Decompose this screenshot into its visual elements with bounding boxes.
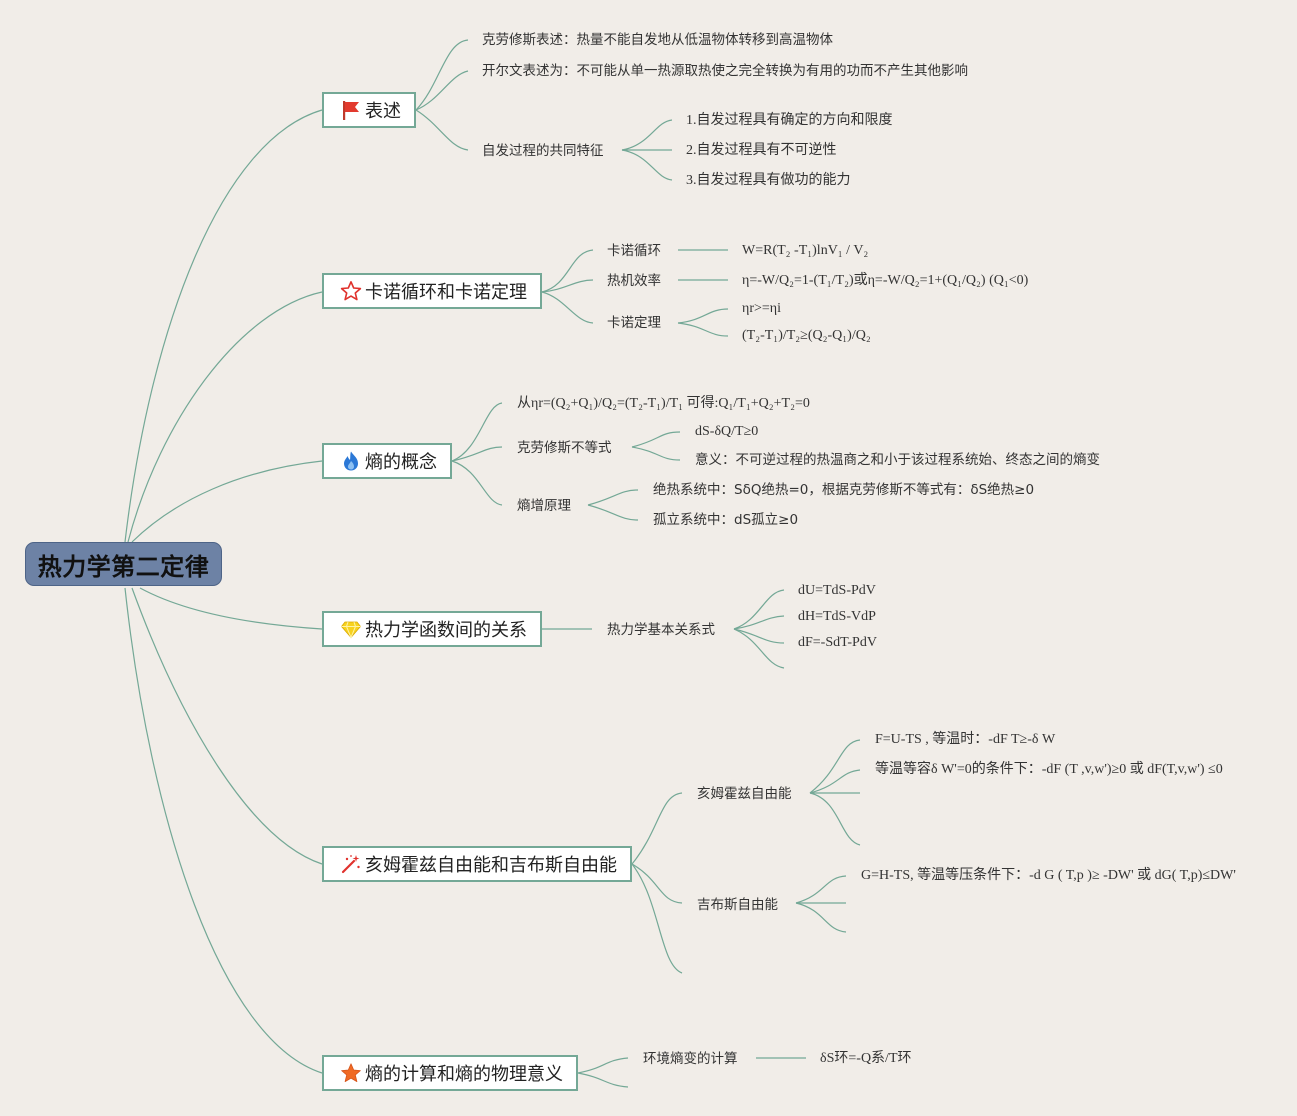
branch-statement[interactable]: 表述 <box>322 92 416 128</box>
entropy-derivation[interactable]: 从ηr=(Q₂+Q₁)/Q₂=(T₂-T₁)/T₁ 可得:Q₁/T₁+Q₂+T₂… <box>517 396 810 411</box>
efficiency-formula[interactable]: η=-W/Q₂=1-(T₁/T₂)或η=-W/Q₂=1+(Q₁/Q₂) (Q₁<… <box>742 273 1029 288</box>
gibbs-item[interactable]: G=H-TS, 等温等压条件下：-d G ( T,p )≥ -DW' 或 dG(… <box>861 868 1236 883</box>
branch-label: 表述 <box>365 101 401 122</box>
branch-label: 热力学函数间的关系 <box>365 620 527 641</box>
diamond-icon <box>340 618 362 640</box>
branch-label: 卡诺循环和卡诺定理 <box>365 282 527 303</box>
branch-functions[interactable]: 热力学函数间的关系 <box>322 611 542 647</box>
root-topic[interactable]: 热力学第二定律 <box>25 542 222 586</box>
helmholtz-item[interactable]: F=U-TS , 等温时：-dF T≥-δ W <box>875 732 1056 747</box>
relation-item[interactable]: dU=TdS-PdV <box>798 583 876 598</box>
feature-item[interactable]: 2.自发过程具有不可逆性 <box>686 143 837 158</box>
carnot-cycle-topic[interactable]: 卡诺循环 <box>607 243 661 259</box>
magic-wand-icon <box>340 853 362 875</box>
helmholtz-item[interactable]: 等温等容δ W'=0的条件下：-dF (T ,v,w')≥0 或 dF(T,v,… <box>875 762 1223 777</box>
efficiency-topic[interactable]: 热机效率 <box>607 273 661 289</box>
relation-item[interactable]: dF=-SdT-PdV <box>798 635 877 650</box>
increase-item[interactable]: 孤立系统中：dS孤立≥0 <box>653 512 799 528</box>
orange-star-icon <box>340 1062 362 1084</box>
inequality-item[interactable]: dS-δQ/T≥0 <box>695 424 759 439</box>
branch-free-energy[interactable]: 亥姆霍兹自由能和吉布斯自由能 <box>322 846 632 882</box>
entropy-increase-topic[interactable]: 熵增原理 <box>517 498 571 514</box>
branch-entropy-calc[interactable]: 熵的计算和熵的物理意义 <box>322 1055 578 1091</box>
feature-item[interactable]: 1.自发过程具有确定的方向和限度 <box>686 113 893 128</box>
basic-relations-topic[interactable]: 热力学基本关系式 <box>607 622 715 638</box>
red-flag-icon <box>340 99 362 121</box>
branch-entropy[interactable]: 熵的概念 <box>322 443 452 479</box>
inequality-item[interactable]: 意义：不可逆过程的热温商之和小于该过程系统始、终态之间的熵变 <box>695 452 1100 468</box>
env-entropy-formula[interactable]: δS环=-Q系/T环 <box>820 1051 912 1066</box>
increase-item[interactable]: 绝热系统中：SδQ绝热=0，根据克劳修斯不等式有：δS绝热≥0 <box>653 482 1035 498</box>
flame-icon <box>340 450 362 472</box>
spontaneous-features-topic[interactable]: 自发过程的共同特征 <box>482 143 604 159</box>
kelvin-statement[interactable]: 开尔文表述为：不可能从单一热源取热使之完全转换为有用的功而不产生其他影响 <box>482 63 968 79</box>
env-entropy-topic[interactable]: 环境熵变的计算 <box>643 1051 738 1067</box>
theorem-item[interactable]: ηr>=ηi <box>742 301 781 316</box>
clausius-inequality-topic[interactable]: 克劳修斯不等式 <box>517 440 612 456</box>
branch-label: 熵的计算和熵的物理意义 <box>365 1064 563 1085</box>
feature-item[interactable]: 3.自发过程具有做功的能力 <box>686 173 851 188</box>
carnot-theorem-topic[interactable]: 卡诺定理 <box>607 315 661 331</box>
theorem-item[interactable]: (T₂-T₁)/T₂≥(Q₂-Q₁)/Q₂ <box>742 328 871 343</box>
clausius-statement[interactable]: 克劳修斯表述：热量不能自发地从低温物体转移到高温物体 <box>482 32 833 48</box>
branch-carnot[interactable]: 卡诺循环和卡诺定理 <box>322 273 542 309</box>
carnot-cycle-formula[interactable]: W=R(T₂ -T₁)lnV₁ / V₂ <box>742 243 869 258</box>
branch-label: 熵的概念 <box>365 452 437 473</box>
relation-item[interactable]: dH=TdS-VdP <box>798 609 876 624</box>
branch-label: 亥姆霍兹自由能和吉布斯自由能 <box>365 855 617 876</box>
gibbs-topic[interactable]: 吉布斯自由能 <box>697 897 778 913</box>
helmholtz-topic[interactable]: 亥姆霍兹自由能 <box>697 786 792 802</box>
star-outline-icon <box>340 280 362 302</box>
